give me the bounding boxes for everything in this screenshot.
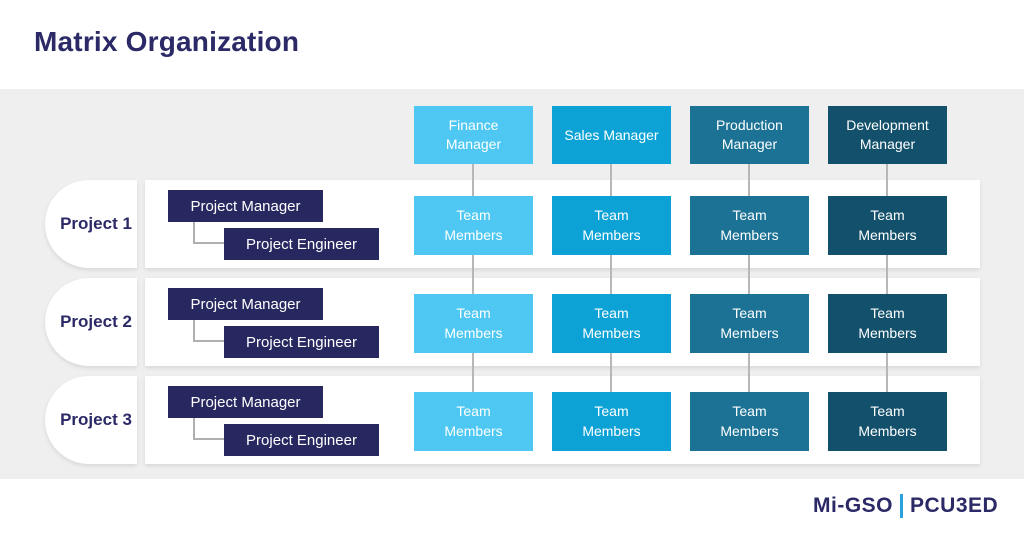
logo-divider-bar <box>900 494 903 518</box>
diagram-panel: Finance Manager Sales Manager Production… <box>0 89 1024 479</box>
elbow-connector <box>193 222 224 244</box>
project-1-label: Project 1 <box>60 214 132 233</box>
team-members-box-development: Team Members <box>828 294 947 353</box>
project-1-row: Project Manager Project Engineer Team Me… <box>145 180 980 268</box>
manager-box-sales: Sales Manager <box>552 106 671 164</box>
logo-migso-text: Mi-GSO <box>813 494 893 517</box>
team-members-box-production: Team Members <box>690 392 809 451</box>
column-connector-line <box>610 164 612 392</box>
project-2-row: Project Manager Project Engineer Team Me… <box>145 278 980 366</box>
manager-box-development: Development Manager <box>828 106 947 164</box>
team-members-box-finance: Team Members <box>414 294 533 353</box>
team-members-box-sales: Team Members <box>552 196 671 255</box>
project-1-manager-box: Project Manager <box>168 190 323 222</box>
team-members-box-development: Team Members <box>828 392 947 451</box>
manager-box-production: Production Manager <box>690 106 809 164</box>
team-members-box-finance: Team Members <box>414 196 533 255</box>
team-members-box-finance: Team Members <box>414 392 533 451</box>
column-connector-line <box>472 164 474 392</box>
project-3-manager-box: Project Manager <box>168 386 323 418</box>
team-members-box-production: Team Members <box>690 196 809 255</box>
logo-pcubed-text: PCU3ED <box>910 494 999 517</box>
page-title: Matrix Organization <box>34 26 300 57</box>
elbow-connector <box>193 320 224 342</box>
brand-logo: Mi-GSO PCU3ED <box>813 494 998 518</box>
team-members-box-sales: Team Members <box>552 392 671 451</box>
elbow-connector <box>193 418 224 440</box>
project-3-engineer-box: Project Engineer <box>224 424 379 456</box>
project-3-pill: Project 3 <box>45 376 137 464</box>
project-2-label: Project 2 <box>60 312 132 331</box>
team-members-box-sales: Team Members <box>552 294 671 353</box>
column-connector-line <box>748 164 750 392</box>
project-1-pill: Project 1 <box>45 180 137 268</box>
project-3-row: Project Manager Project Engineer Team Me… <box>145 376 980 464</box>
manager-box-finance: Finance Manager <box>414 106 533 164</box>
column-connector-line <box>886 164 888 392</box>
project-3-label: Project 3 <box>60 410 132 429</box>
project-2-engineer-box: Project Engineer <box>224 326 379 358</box>
project-2-manager-box: Project Manager <box>168 288 323 320</box>
project-2-pill: Project 2 <box>45 278 137 366</box>
team-members-box-production: Team Members <box>690 294 809 353</box>
project-1-engineer-box: Project Engineer <box>224 228 379 260</box>
team-members-box-development: Team Members <box>828 196 947 255</box>
